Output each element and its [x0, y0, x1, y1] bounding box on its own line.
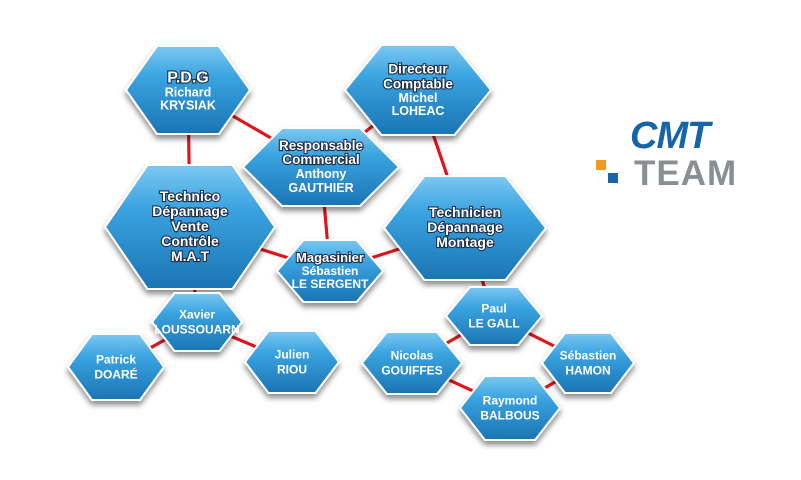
hexagon-shape [243, 330, 341, 394]
node-title-text: Contrôle [161, 233, 219, 249]
node-title-text: M.A.T [171, 248, 210, 264]
node-name-text: BALBOUS [480, 409, 539, 423]
hexagon-shape [150, 292, 244, 352]
node-name-text: LE SERGENT [292, 277, 369, 291]
node-name-text: Patrick [96, 353, 136, 367]
hexagon-shape [343, 44, 493, 136]
node-title-text: Directeur [388, 62, 448, 77]
node-name-text: Anthony [296, 167, 347, 181]
node-name-text: Xavier [179, 308, 215, 322]
node-name-text: LOUSSOUARN [154, 323, 239, 337]
node-name-text: GOUIFFES [381, 364, 442, 378]
hexagon-shape [458, 375, 562, 441]
node-name-text: HAMON [565, 364, 610, 378]
cmt-team-logo: CMT TEAM [596, 116, 746, 196]
node-title-text: Commercial [282, 152, 359, 167]
node-name-text: DOARÉ [94, 367, 137, 382]
node-name-text: Richard [165, 86, 212, 100]
node-name-text: LOHEAC [392, 104, 445, 118]
node-name-text: Sébastien [302, 264, 359, 278]
hexagon-shape [103, 164, 277, 290]
node-name-text: Julien [275, 348, 310, 362]
node-name-text: LE GALL [468, 317, 519, 331]
node-name-text: Sébastien [560, 349, 617, 363]
logo-orange-square [596, 160, 606, 170]
hexagon-shape [540, 332, 636, 394]
node-title-text: Magasinier [296, 250, 364, 265]
node-name-text: Michel [399, 91, 438, 105]
node-name-text: KRYSIAK [160, 99, 216, 113]
hexagon-shape [241, 127, 401, 207]
node-name-text: GAUTHIER [288, 181, 353, 195]
hexagon-shape [66, 333, 166, 401]
hexagon-shape [124, 45, 252, 135]
node-title-text: Vente [171, 218, 209, 234]
logo-line-cmt: CMT [630, 115, 710, 157]
node-title-text: P.D.G [167, 69, 209, 86]
node-title-text: Technico [160, 188, 220, 204]
node-name-text: Paul [481, 302, 506, 316]
node-title-text: Technicien [429, 204, 501, 220]
node-name-text: RIOU [277, 363, 307, 377]
node-title-text: Dépannage [152, 203, 228, 219]
hexagon-shape [444, 286, 544, 346]
node-name-text: Nicolas [391, 349, 434, 363]
node-title-text: Comptable [383, 77, 453, 92]
node-name-text: Raymond [483, 394, 538, 408]
node-title-text: Responsable [279, 138, 364, 153]
hexagon-shape [382, 175, 548, 281]
hexagon-shape [275, 239, 385, 303]
logo-blue-square [608, 173, 618, 183]
hexagon-shape [360, 331, 464, 395]
node-title-text: Montage [436, 234, 494, 250]
logo-line-team: TEAM [634, 154, 738, 193]
node-title-text: Dépannage [427, 219, 503, 235]
